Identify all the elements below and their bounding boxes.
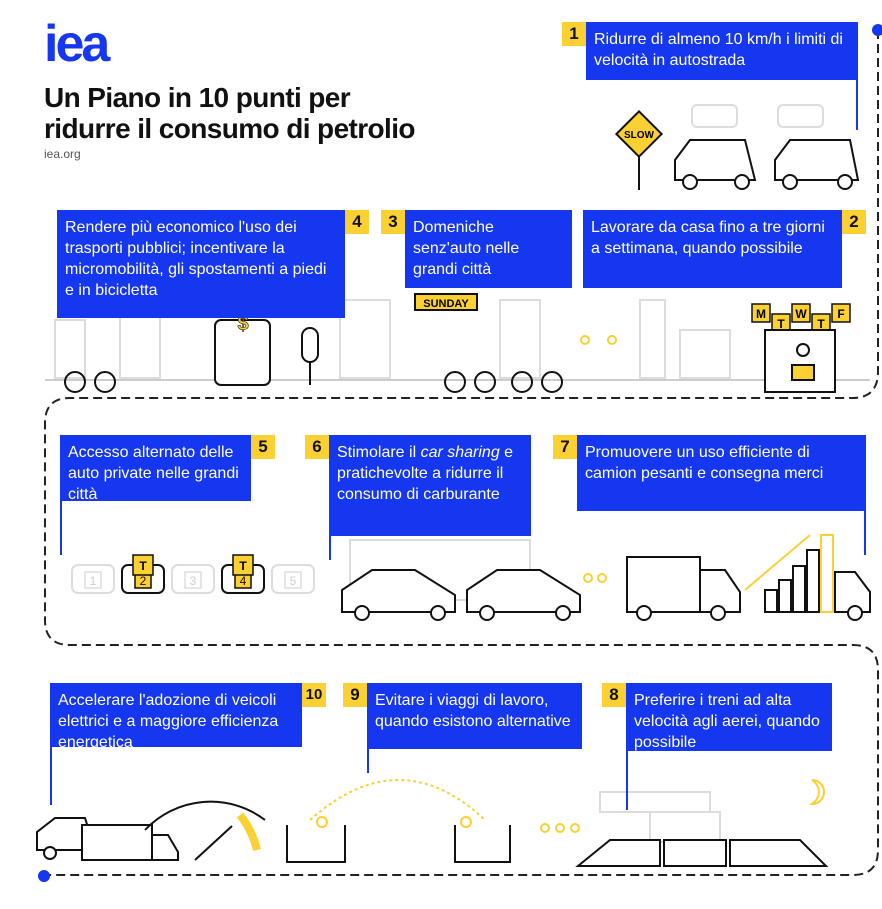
connector-line bbox=[856, 80, 858, 130]
bicycle-icon bbox=[64, 371, 563, 393]
weekday-sign bbox=[791, 303, 811, 323]
connector-line bbox=[864, 510, 866, 555]
connector-line bbox=[60, 500, 62, 555]
point-number-1: 1 bbox=[562, 22, 586, 46]
car-icon bbox=[674, 139, 860, 190]
svg-text:T: T bbox=[239, 559, 247, 573]
shared-car-icon bbox=[341, 569, 581, 621]
growth-arrow-icon bbox=[744, 534, 811, 591]
taxi-sign bbox=[232, 554, 254, 576]
plate-number: 4 bbox=[240, 574, 247, 588]
route-start-dot bbox=[872, 24, 882, 36]
weekday-label: W bbox=[795, 307, 807, 321]
plate-number: 1 bbox=[90, 574, 97, 588]
high-speed-train-icon bbox=[575, 839, 829, 867]
moon-icon bbox=[808, 779, 825, 806]
traffic-light-icon bbox=[301, 327, 319, 385]
weekday-sign bbox=[831, 303, 851, 323]
connector-line bbox=[50, 745, 52, 805]
point-2-box: Lavorare da casa fino a tre giorni a set… bbox=[583, 210, 842, 288]
electric-vehicle-icon bbox=[36, 817, 179, 861]
dollar-icon: $ bbox=[237, 313, 248, 335]
plate-number: 5 bbox=[290, 574, 297, 588]
point-number-3: 3 bbox=[381, 210, 405, 234]
svg-text:SUNDAY: SUNDAY bbox=[423, 298, 469, 310]
dashed-route bbox=[44, 30, 879, 876]
iea-logo: iea bbox=[44, 15, 110, 73]
video-call-arc bbox=[309, 779, 486, 821]
point-6-box: Stimolare il car sharing e pratichevolte… bbox=[329, 435, 531, 536]
plate-number: 2 bbox=[140, 574, 147, 588]
connector-line bbox=[329, 535, 331, 560]
slow-sign-icon: SLOW bbox=[614, 109, 664, 190]
people-icons bbox=[540, 335, 617, 833]
point-number-10: 10 bbox=[302, 683, 326, 707]
speedometer-icon bbox=[144, 800, 266, 861]
weekday-sign bbox=[751, 303, 771, 323]
connector-line bbox=[367, 748, 369, 773]
weekday-label: T bbox=[777, 317, 785, 331]
svg-text:T: T bbox=[139, 559, 147, 573]
route-end-dot bbox=[38, 870, 50, 882]
point-number-6: 6 bbox=[305, 435, 329, 459]
remote-workers-icon bbox=[286, 825, 511, 863]
point-5-box: Accesso alternato delle auto private nel… bbox=[60, 435, 251, 503]
point-number-8: 8 bbox=[602, 683, 626, 707]
point-1-box: Ridurre di almeno 10 km/h i limiti di ve… bbox=[586, 22, 858, 80]
weekday-label: T bbox=[817, 317, 825, 331]
connector-line bbox=[626, 750, 628, 810]
point-3-box: Domeniche senz'auto nelle grandi città bbox=[405, 210, 572, 288]
truck-icon bbox=[626, 534, 871, 621]
point-8-box: Preferire i treni ad alta velocità agli … bbox=[626, 683, 832, 751]
taxi-sign bbox=[132, 554, 154, 576]
sunday-sign-icon: SUNDAY bbox=[414, 293, 478, 311]
site-link[interactable]: iea.org bbox=[44, 147, 81, 161]
point-number-9: 9 bbox=[343, 683, 367, 707]
weekday-label: M bbox=[756, 307, 766, 321]
svg-text:SLOW: SLOW bbox=[624, 130, 655, 141]
point-number-7: 7 bbox=[553, 435, 577, 459]
point-9-box: Evitare i viaggi di lavoro, quando esist… bbox=[367, 683, 582, 749]
weekday-label: F bbox=[837, 307, 844, 321]
point-number-5: 5 bbox=[251, 435, 275, 459]
point-7-box: Promuovere un uso efficiente di camion p… bbox=[577, 435, 866, 511]
point-4-box: Rendere più economico l'uso dei trasport… bbox=[57, 210, 345, 318]
point-number-4: 4 bbox=[345, 210, 369, 234]
point-10-box: Accelerare l'adozione di veicoli elettri… bbox=[50, 683, 302, 751]
point-number-2: 2 bbox=[842, 210, 866, 234]
bus-icon bbox=[214, 319, 271, 386]
plate-number: 3 bbox=[190, 574, 197, 588]
home-desk-icon bbox=[764, 329, 836, 393]
